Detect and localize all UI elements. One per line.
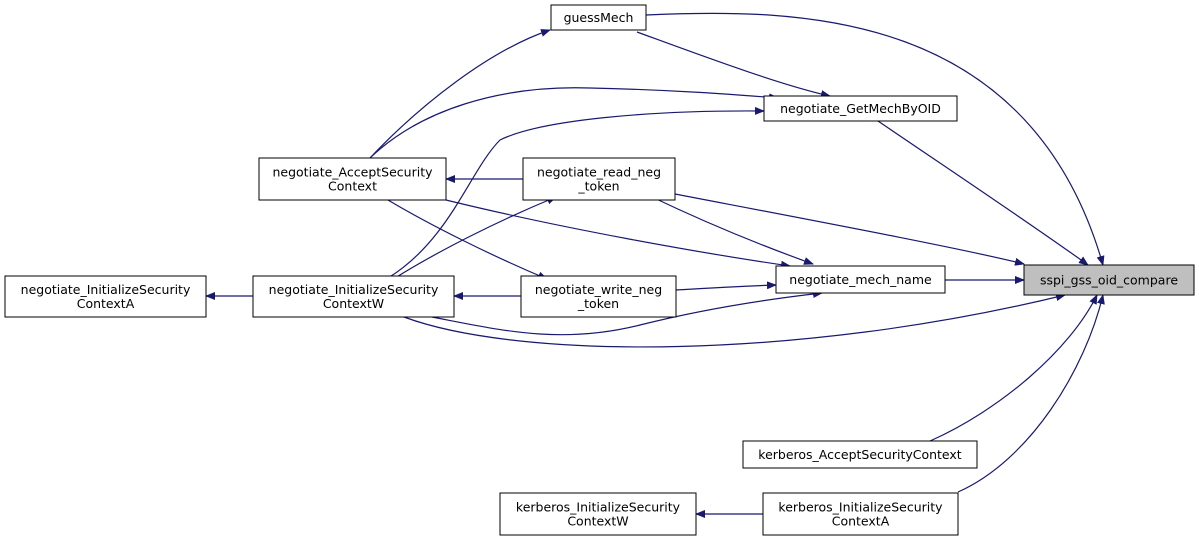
node-box (763, 95, 958, 122)
node-box (258, 157, 447, 201)
node-label-line: ContextA (832, 514, 890, 529)
node-negotiate-write-neg-token[interactable]: negotiate_write_neg_token (520, 275, 677, 318)
edge-readneg-to-mechname (649, 195, 814, 265)
edge-kinitA-to-focus (957, 294, 1105, 493)
node-label-line: Context (328, 179, 377, 194)
node-label-line: negotiate_mech_name (789, 272, 932, 287)
edge-accept-to-mechname (445, 199, 791, 269)
edge-initW-to-readneg (394, 196, 557, 279)
node-box (499, 492, 697, 536)
node-label-line: negotiate_AcceptSecurity (272, 165, 433, 180)
node-label-line: ContextW (323, 296, 384, 311)
node-label-line: negotiate_read_neg (537, 165, 661, 180)
node-box (550, 4, 647, 31)
node-label-line: negotiate_write_neg (535, 282, 662, 297)
edge-kacc-to-focus (929, 294, 1098, 442)
node-label-line: negotiate_InitializeSecurity (21, 282, 191, 297)
edge-accept-to-getmech (369, 87, 779, 159)
edge-getmech-to-focus (877, 120, 1089, 266)
node-box (520, 275, 677, 318)
edge-guessmech-to-focus (645, 12, 1105, 266)
node-box (762, 492, 959, 536)
node-label-line: guessMech (564, 10, 634, 25)
node-negotiate-mech-name[interactable]: negotiate_mech_name (775, 265, 946, 294)
node-negotiate-read-neg-token[interactable]: negotiate_read_neg_token (522, 157, 676, 201)
node-label-line: ContextW (567, 514, 628, 529)
node-label-line: kerberos_AcceptSecurityContext (758, 447, 962, 462)
edge-accept-to-guessmech (369, 29, 551, 159)
node-label-line: _token (577, 296, 619, 311)
node-label-line: negotiate_InitializeSecurity (269, 282, 439, 297)
edge-writeneg-to-mechname (675, 281, 777, 291)
node-negotiate-acceptsecuritycontext[interactable]: negotiate_AcceptSecurityContext (258, 157, 447, 201)
node-kerberos-acceptsecuritycontext[interactable]: kerberos_AcceptSecurityContext (742, 440, 978, 469)
edge-guessmech-to-getmech (636, 31, 831, 98)
node-box (522, 157, 676, 201)
node-sspi-gss-oid-compare[interactable]: sspi_gss_oid_compare (1023, 264, 1195, 296)
edge-initW-to-mechname (431, 290, 823, 336)
node-label-line: negotiate_GetMechByOID (780, 101, 941, 116)
edges (205, 12, 1105, 518)
edge-initW-to-getmech (387, 106, 765, 279)
node-guessmech[interactable]: guessMech (550, 4, 647, 31)
node-box (742, 440, 978, 469)
node-negotiate-getmechbyoid[interactable]: negotiate_GetMechByOID (763, 95, 958, 122)
node-label-line: sspi_gss_oid_compare (1040, 273, 1178, 288)
node-label-line: ContextA (77, 296, 135, 311)
node-box (252, 275, 455, 318)
nodes: sspi_gss_oid_compare guessMech negotiate… (4, 4, 1195, 536)
node-box (775, 265, 946, 294)
node-label-line: kerberos_InitializeSecurity (516, 500, 681, 515)
node-label-line: _token (577, 179, 619, 194)
node-label-line: kerberos_InitializeSecurity (778, 500, 943, 515)
edge-accept-to-writeneg (387, 199, 548, 280)
edge-readneg-to-focus (674, 193, 1025, 266)
node-box (4, 275, 207, 318)
node-box (1023, 264, 1195, 296)
edge-initW-to-focus (403, 293, 1066, 348)
